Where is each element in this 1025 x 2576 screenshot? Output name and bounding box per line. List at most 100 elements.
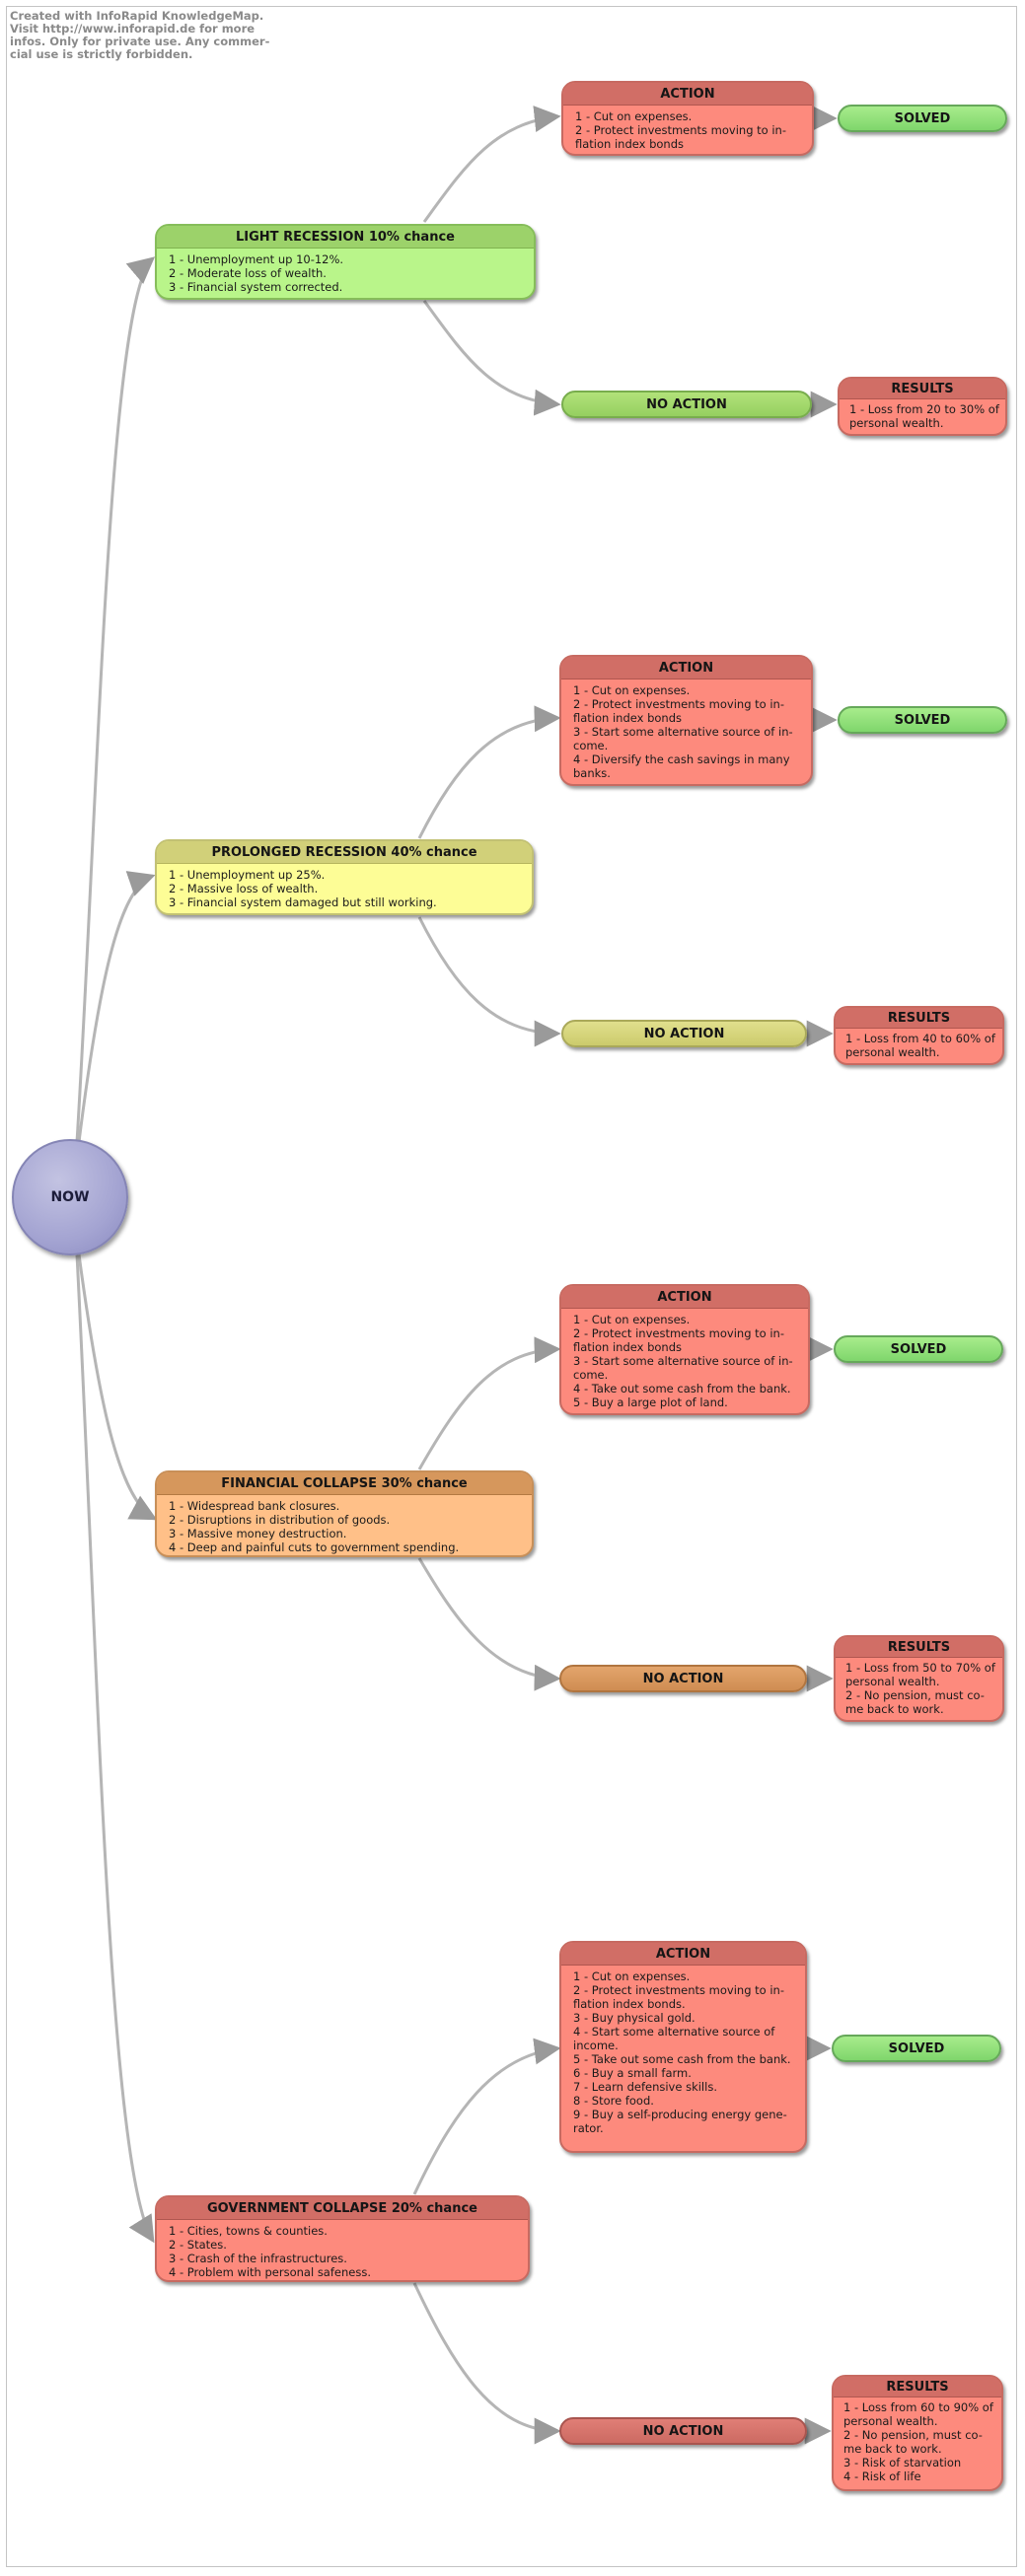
node-items: 1 - Cities, towns & counties. 2 - States…: [157, 2220, 528, 2280]
list-item: 1 - Cut on expenses.: [573, 1969, 691, 1983]
list-item: 2 - Protect investments moving to in-fla…: [573, 1983, 784, 2011]
list-item: 4 - Take out some cash from the bank.: [573, 1382, 791, 1395]
node-title: GOVERNMENT COLLAPSE 20% chance: [157, 2197, 528, 2220]
list-item: 1 - Loss from 60 to 90% of personal weal…: [843, 2400, 993, 2428]
list-item: 4 - Risk of life: [843, 2469, 921, 2483]
list-item: 2 - States.: [169, 2238, 227, 2252]
light-action-node[interactable]: ACTION 1 - Cut on expenses. 2 - Protect …: [561, 81, 814, 156]
link-government-action: [412, 2038, 561, 2195]
government-solved-pill[interactable]: SOLVED: [832, 2035, 1001, 2062]
link-financial-noaction: [417, 1557, 561, 1691]
node-items: 1 - Loss from 50 to 70% of personal weal…: [836, 1658, 1002, 1720]
node-title: RESULTS: [836, 1008, 1002, 1029]
light-no-action-pill[interactable]: NO ACTION: [561, 391, 812, 418]
node-items: 1 - Unemployment up 10-12%. 2 - Moderate…: [157, 249, 534, 298]
government-no-action-pill[interactable]: NO ACTION: [559, 2417, 807, 2445]
list-item: 3 - Massive money destruction.: [169, 1527, 347, 1540]
link-prolonged-action: [417, 705, 561, 839]
prolonged-no-action-pill[interactable]: NO ACTION: [561, 1020, 807, 1047]
node-title: ACTION: [561, 1286, 808, 1309]
node-title: ACTION: [563, 83, 812, 106]
list-item: 9 - Buy a self-producing energy gene-rat…: [573, 2108, 787, 2135]
link-now-prolonged-recession: [77, 871, 156, 1143]
node-title: ACTION: [561, 1943, 805, 1966]
government-results-node[interactable]: RESULTS 1 - Loss from 60 to 90% of perso…: [832, 2375, 1003, 2491]
list-item: 4 - Deep and painful cuts to government …: [169, 1540, 460, 1554]
prolonged-action-node[interactable]: ACTION 1 - Cut on expenses. 2 - Protect …: [559, 655, 813, 786]
watermark-text: Created with InfoRapid KnowledgeMap. Vis…: [10, 9, 270, 61]
financial-action-node[interactable]: ACTION 1 - Cut on expenses. 2 - Protect …: [559, 1284, 810, 1415]
list-item: 1 - Widespread bank closures.: [169, 1499, 340, 1513]
list-item: 1 - Cut on expenses.: [573, 1313, 691, 1326]
list-item: 1 - Cut on expenses.: [573, 683, 691, 697]
financial-collapse-node[interactable]: FINANCIAL COLLAPSE 30% chance 1 - Widesp…: [155, 1470, 534, 1557]
list-item: 3 - Buy physical gold.: [573, 2011, 696, 2025]
list-item: 5 - Buy a large plot of land.: [573, 1395, 728, 1409]
list-item: 1 - Cut on expenses.: [575, 109, 693, 123]
list-item: 4 - Problem with personal safeness.: [169, 2265, 371, 2279]
link-now-light-recession: [75, 256, 156, 1143]
link-light-action: [422, 106, 561, 223]
light-results-node[interactable]: RESULTS 1 - Loss from 20 to 30% of perso…: [838, 377, 1007, 436]
list-item: 7 - Learn defensive skills.: [573, 2080, 717, 2094]
node-items: 1 - Unemployment up 25%. 2 - Massive los…: [157, 864, 532, 913]
node-title: RESULTS: [836, 1637, 1002, 1658]
node-title: RESULTS: [840, 379, 1005, 399]
government-collapse-node[interactable]: GOVERNMENT COLLAPSE 20% chance 1 - Citie…: [155, 2195, 530, 2282]
list-item: 2 - Protect investments moving to in-fla…: [573, 1326, 784, 1354]
diagram-frame: [6, 6, 1017, 2567]
node-items: 1 - Widespread bank closures. 2 - Disrup…: [157, 1495, 532, 1555]
node-items: 1 - Loss from 20 to 30% of personal weal…: [840, 399, 1005, 434]
financial-results-node[interactable]: RESULTS 1 - Loss from 50 to 70% of perso…: [834, 1635, 1004, 1722]
node-items: 1 - Cut on expenses. 2 - Protect investm…: [563, 106, 812, 154]
list-item: 4 - Start some alternative source of inc…: [573, 2025, 775, 2052]
light-recession-node[interactable]: LIGHT RECESSION 10% chance 1 - Unemploym…: [155, 224, 536, 300]
prolonged-solved-pill[interactable]: SOLVED: [838, 706, 1007, 734]
link-financial-action: [417, 1336, 561, 1470]
node-title: RESULTS: [834, 2377, 1001, 2397]
list-item: 3 - Financial system damaged but still w…: [169, 895, 437, 909]
node-items: 1 - Loss from 40 to 60% of personal weal…: [836, 1029, 1002, 1063]
list-item: 4 - Diversify the cash savings in many b…: [573, 752, 790, 780]
link-light-noaction: [422, 300, 561, 416]
list-item: 2 - Protect investments moving to in-fla…: [573, 697, 784, 725]
list-item: 1 - Cities, towns & counties.: [169, 2224, 328, 2238]
list-item: 8 - Store food.: [573, 2094, 654, 2108]
government-action-node[interactable]: ACTION 1 - Cut on expenses. 2 - Protect …: [559, 1941, 807, 2153]
node-items: 1 - Cut on expenses. 2 - Protect investm…: [561, 1309, 808, 1413]
list-item: 1 - Loss from 50 to 70% of personal weal…: [845, 1661, 995, 1688]
list-item: 2 - Protect investments moving to in-fla…: [575, 123, 786, 151]
list-item: 1 - Loss from 20 to 30% of personal weal…: [849, 402, 999, 430]
prolonged-results-node[interactable]: RESULTS 1 - Loss from 40 to 60% of perso…: [834, 1006, 1004, 1065]
node-title: PROLONGED RECESSION 40% chance: [157, 841, 532, 864]
link-now-government-collapse: [75, 1253, 155, 2244]
list-item: 2 - No pension, must co-me back to work.: [843, 2428, 983, 2456]
light-solved-pill[interactable]: SOLVED: [838, 105, 1007, 132]
list-item: 2 - No pension, must co-me back to work.: [845, 1688, 985, 1716]
node-title: LIGHT RECESSION 10% chance: [157, 226, 534, 249]
node-items: 1 - Loss from 60 to 90% of personal weal…: [834, 2397, 1001, 2488]
list-item: 3 - Financial system corrected.: [169, 280, 343, 294]
link-prolonged-noaction: [417, 916, 561, 1047]
list-item: 1 - Loss from 40 to 60% of personal weal…: [845, 1032, 995, 1059]
list-item: 2 - Massive loss of wealth.: [169, 882, 319, 895]
prolonged-recession-node[interactable]: PROLONGED RECESSION 40% chance 1 - Unemp…: [155, 839, 534, 915]
node-title: ACTION: [561, 657, 811, 680]
list-item: 3 - Start some alternative source of in-…: [573, 1354, 793, 1382]
link-government-noaction: [412, 2282, 561, 2445]
list-item: 5 - Take out some cash from the bank.: [573, 2052, 791, 2066]
node-items: 1 - Cut on expenses. 2 - Protect investm…: [561, 1966, 805, 2141]
link-now-financial-collapse: [77, 1253, 158, 1521]
node-items: 1 - Cut on expenses. 2 - Protect investm…: [561, 680, 811, 784]
list-item: 3 - Crash of the infrastructures.: [169, 2252, 347, 2265]
list-item: 6 - Buy a small farm.: [573, 2066, 692, 2080]
now-root-node[interactable]: NOW: [12, 1139, 128, 1255]
list-item: 2 - Disruptions in distribution of goods…: [169, 1513, 391, 1527]
list-item: 1 - Unemployment up 10-12%.: [169, 252, 344, 266]
node-title: FINANCIAL COLLAPSE 30% chance: [157, 1472, 532, 1495]
list-item: 3 - Risk of starvation: [843, 2456, 962, 2469]
financial-no-action-pill[interactable]: NO ACTION: [559, 1665, 807, 1692]
list-item: 1 - Unemployment up 25%.: [169, 868, 326, 882]
financial-solved-pill[interactable]: SOLVED: [834, 1335, 1003, 1363]
